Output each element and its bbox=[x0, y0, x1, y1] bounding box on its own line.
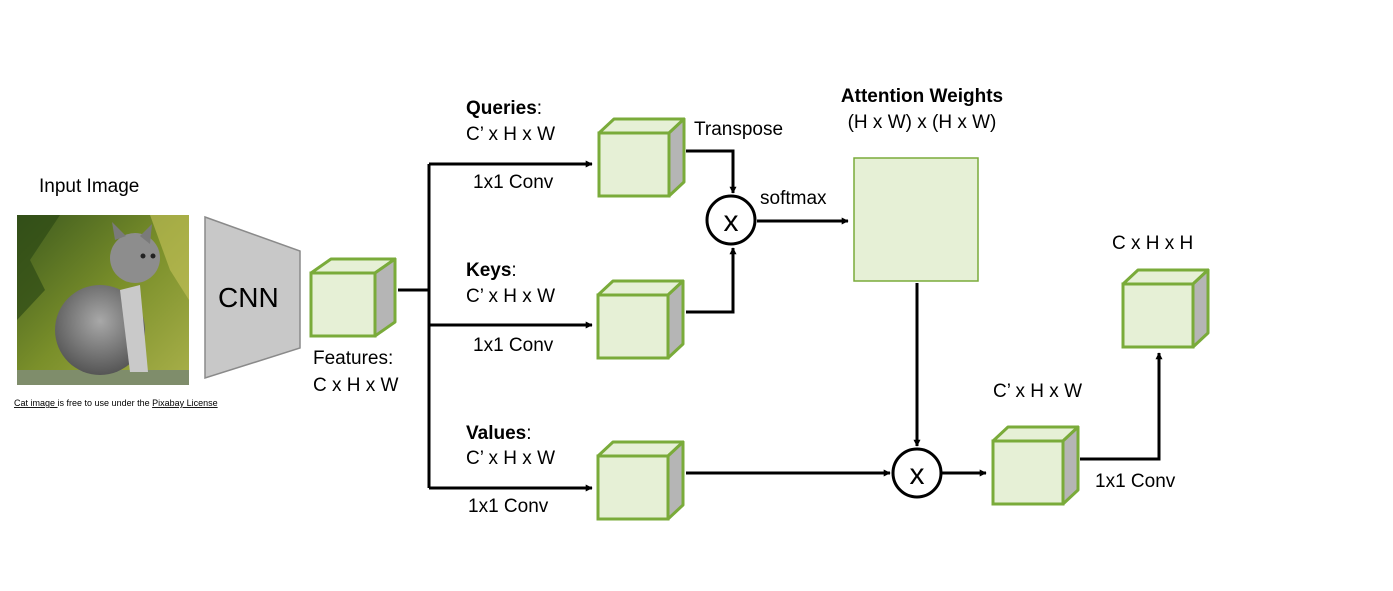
image-credit: Cat image is free to use under the Pixab… bbox=[14, 398, 218, 408]
credit-text: is free to use under the bbox=[58, 398, 153, 408]
cnn-block bbox=[204, 215, 301, 380]
output-dims: C x H x H bbox=[1112, 233, 1193, 254]
weighted-values-dims: C’ x H x W bbox=[993, 381, 1082, 402]
connectors bbox=[398, 149, 1163, 492]
transpose-label: Transpose bbox=[694, 119, 783, 140]
output-conv: 1x1 Conv bbox=[1095, 471, 1176, 492]
features-label: Features: bbox=[313, 348, 393, 369]
queries-dims: C’ x H x W bbox=[466, 124, 555, 145]
keys-cube bbox=[596, 279, 685, 360]
keys-conv: 1x1 Conv bbox=[473, 335, 554, 356]
keys-title: Keys: bbox=[466, 260, 517, 281]
pixabay-license-link[interactable]: Pixabay License bbox=[152, 398, 218, 408]
features-cube bbox=[309, 257, 397, 338]
values-cube bbox=[596, 440, 685, 521]
multiply-node-1: x bbox=[705, 194, 757, 246]
weighted-values-cube bbox=[991, 425, 1080, 506]
cat-image-link[interactable]: Cat image bbox=[14, 398, 58, 408]
multiply-node-2: x bbox=[891, 447, 943, 499]
values-conv: 1x1 Conv bbox=[468, 496, 549, 517]
queries-conv: 1x1 Conv bbox=[473, 172, 554, 193]
values-dims: C’ x H x W bbox=[466, 448, 555, 469]
softmax-label: softmax bbox=[760, 188, 827, 209]
features-dims: C x H x W bbox=[313, 375, 399, 396]
queries-title: Queries: bbox=[466, 98, 542, 119]
queries-cube bbox=[597, 117, 686, 198]
svg-text:x: x bbox=[724, 205, 739, 238]
attention-dims: (H x W) x (H x W) bbox=[848, 112, 997, 133]
keys-dims: C’ x H x W bbox=[466, 286, 555, 307]
input-image-label: Input Image bbox=[39, 176, 139, 197]
values-title: Values: bbox=[466, 423, 532, 444]
cat-image bbox=[17, 215, 189, 385]
output-cube bbox=[1121, 268, 1210, 349]
attention-title: Attention Weights bbox=[841, 86, 1003, 107]
svg-text:x: x bbox=[910, 458, 925, 491]
cnn-label: CNN bbox=[218, 282, 279, 313]
attention-matrix bbox=[853, 157, 979, 282]
